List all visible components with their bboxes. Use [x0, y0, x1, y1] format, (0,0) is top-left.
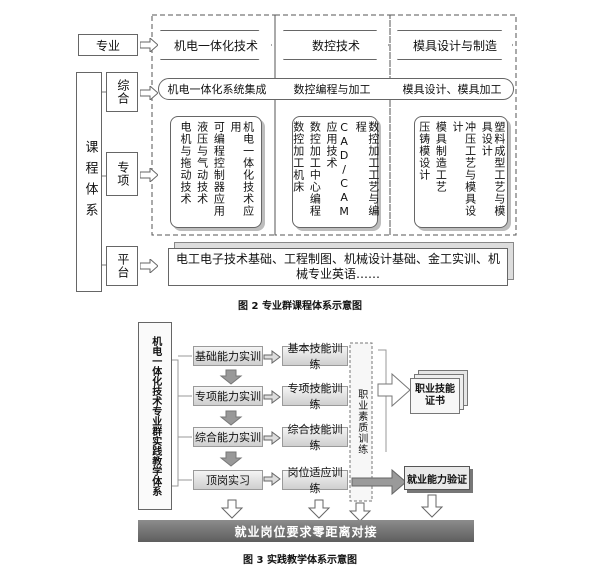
zonghe-item: 模具设计、模具加工: [402, 83, 502, 96]
practice-step: 基础能力实训: [193, 346, 263, 366]
major-shukong: 数控技术: [283, 30, 389, 60]
fig3-caption: 图 3 实践教学体系示意图: [243, 555, 357, 566]
zonghe-item: 机电一体化系统集成: [167, 83, 267, 96]
course-item: 模具制造工艺: [434, 121, 448, 193]
quality-training-label: 职业素质训练: [355, 389, 367, 455]
course-item: 机电一体化技术应用: [228, 121, 255, 217]
zonghe-row: [158, 78, 514, 100]
bottom-bar: 就业岗位要求零距离对接: [138, 520, 474, 542]
label-kecheng-tixi: 课程体系: [76, 72, 102, 292]
course-item: 数控加工中心编程: [308, 121, 322, 217]
course-item: 压铸模设计: [417, 121, 431, 181]
zhuanxiang-col-shukong: 数控加工工艺与编程 CAD/CAM应用技术 数控加工中心编程 数控加工机床: [291, 116, 380, 228]
course-item: 电机与拖动技术: [179, 121, 193, 205]
training-step: 专项技能训练: [282, 382, 348, 411]
certificate-stack: 职业技能证书: [410, 370, 468, 414]
major-muju: 模具设计与制造: [397, 30, 513, 60]
training-step: 综合技能训练: [282, 423, 348, 452]
course-item: CAD/CAM应用技术: [325, 121, 351, 219]
zonghe-item: 数控编程与加工: [293, 83, 371, 96]
course-item: 液压与气动技术: [195, 121, 209, 205]
label-pingtai: 平台: [106, 246, 138, 286]
training-step: 基本技能训练: [282, 342, 348, 371]
practice-step: 专项能力实训: [193, 386, 263, 406]
course-item: 数控加工机床: [291, 121, 305, 193]
course-item: 可编程控制器应用: [212, 121, 226, 217]
pingtai-text: 电工电子技术基础、工程制图、机械设计基础、金工实训、机械专业英语……: [175, 252, 500, 281]
label-zhuanxiang: 专项: [106, 152, 138, 196]
course-item: 数控加工工艺与编程: [354, 121, 380, 217]
ability-test-box: 就业能力验证: [404, 466, 470, 490]
practice-step: 综合能力实训: [193, 427, 263, 447]
course-item: 塑料成型工艺与模具设计: [480, 121, 506, 217]
pingtai-box: [168, 248, 508, 286]
zhuanxiang-col-jidian: 机电一体化技术应用 可编程控制器应用 液压与气动技术 电机与拖动技术: [170, 116, 262, 228]
fig3-left-title: 机电一体化技术专业群实践教学体系: [138, 322, 172, 510]
label-zonghe: 综合: [106, 72, 138, 112]
training-step: 岗位适应训练: [282, 466, 348, 495]
fig2-caption: 图 2 专业群课程体系示意图: [238, 301, 362, 312]
course-item: 冲压工艺与模具设计: [451, 121, 477, 217]
practice-step: 顶岗实习: [193, 470, 263, 490]
zhuanxiang-col-muju: 塑料成型工艺与模具设计 冲压工艺与模具设计 模具制造工艺 压铸模设计: [414, 116, 508, 228]
label-zhuanye: 专业: [78, 34, 138, 56]
certificate-label: 职业技能证书: [410, 378, 460, 414]
